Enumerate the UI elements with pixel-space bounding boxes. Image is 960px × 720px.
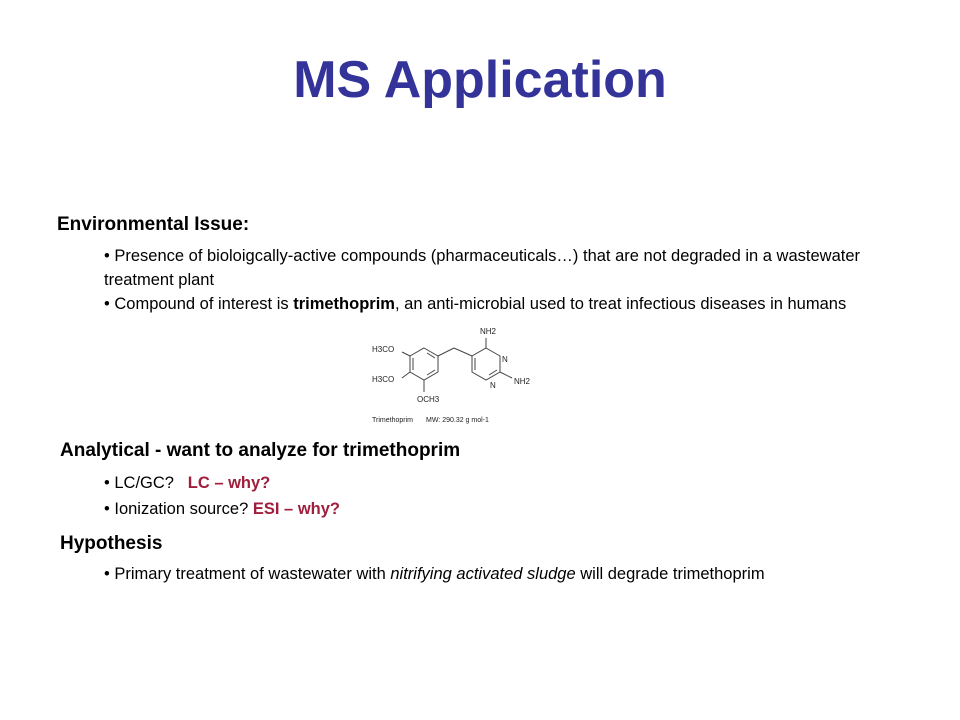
benzene-ring (409, 347, 439, 381)
analytical-bullets: • LC/GC? LC – why? • Ionization source? … (104, 470, 874, 522)
nitrifying-sludge-italic: nitrifying activated sludge (390, 565, 576, 583)
methoxy-para-label: OCH3 (417, 395, 440, 404)
hypothesis-bullets: • Primary treatment of wastewater with n… (104, 562, 874, 586)
answer-esi: ESI – why? (252, 500, 340, 518)
pyrimidine-ring (471, 347, 501, 381)
ring-nitrogen-1-label: N (502, 355, 508, 364)
bullet-text: • Ionization source? (104, 500, 253, 518)
answer-lc: LC – why? (187, 474, 271, 492)
analytical-heading: Analytical - want to analyze for trimeth… (60, 440, 461, 461)
environmental-issue-bullets: • Presence of bioloigcally-active compou… (104, 244, 874, 316)
ring-nitrogen-2-label: N (490, 381, 496, 390)
chemical-structure-diagram: H3CO H3CO OCH3 NH2 NH2 N N Trimethoprim … (372, 327, 531, 424)
slide-title: MS Application (293, 51, 667, 109)
structure-caption-mw: MW: 290.32 g mol-1 (426, 417, 489, 424)
bullet-lc-gc: • LC/GC? LC – why? (104, 470, 874, 496)
hypothesis-heading: Hypothesis (60, 533, 163, 554)
bullet-text: • LC/GC? (104, 474, 179, 492)
structure-caption-name: Trimethoprim (372, 417, 413, 424)
bullet-ionization-source: • Ionization source? ESI – why? (104, 496, 874, 522)
methoxy-bottom-label: H3CO (372, 375, 394, 384)
bullet-text: will degrade trimethoprim (575, 565, 765, 583)
trimethoprim-bold: trimethoprim (293, 295, 395, 313)
bullet-text: • Compound of interest is (104, 295, 294, 313)
trimethoprim-structure: H3CO H3CO OCH3 NH2 NH2 N N Trimethoprim … (366, 318, 556, 430)
bullet-text: , an anti-microbial used to treat infect… (394, 295, 847, 313)
amine-right-label: NH2 (514, 377, 531, 386)
bullet-primary-treatment: • Primary treatment of wastewater with n… (104, 562, 874, 586)
environmental-issue-heading: Environmental Issue: (57, 214, 250, 235)
bullet-text: • Primary treatment of wastewater with (104, 565, 391, 583)
bullet-bioactive-compounds: • Presence of bioloigcally-active compou… (104, 247, 861, 289)
amine-top-label: NH2 (480, 327, 497, 336)
methoxy-top-label: H3CO (372, 345, 394, 354)
bullet-compound-of-interest: • Compound of interest is trimethoprim, … (104, 292, 874, 316)
